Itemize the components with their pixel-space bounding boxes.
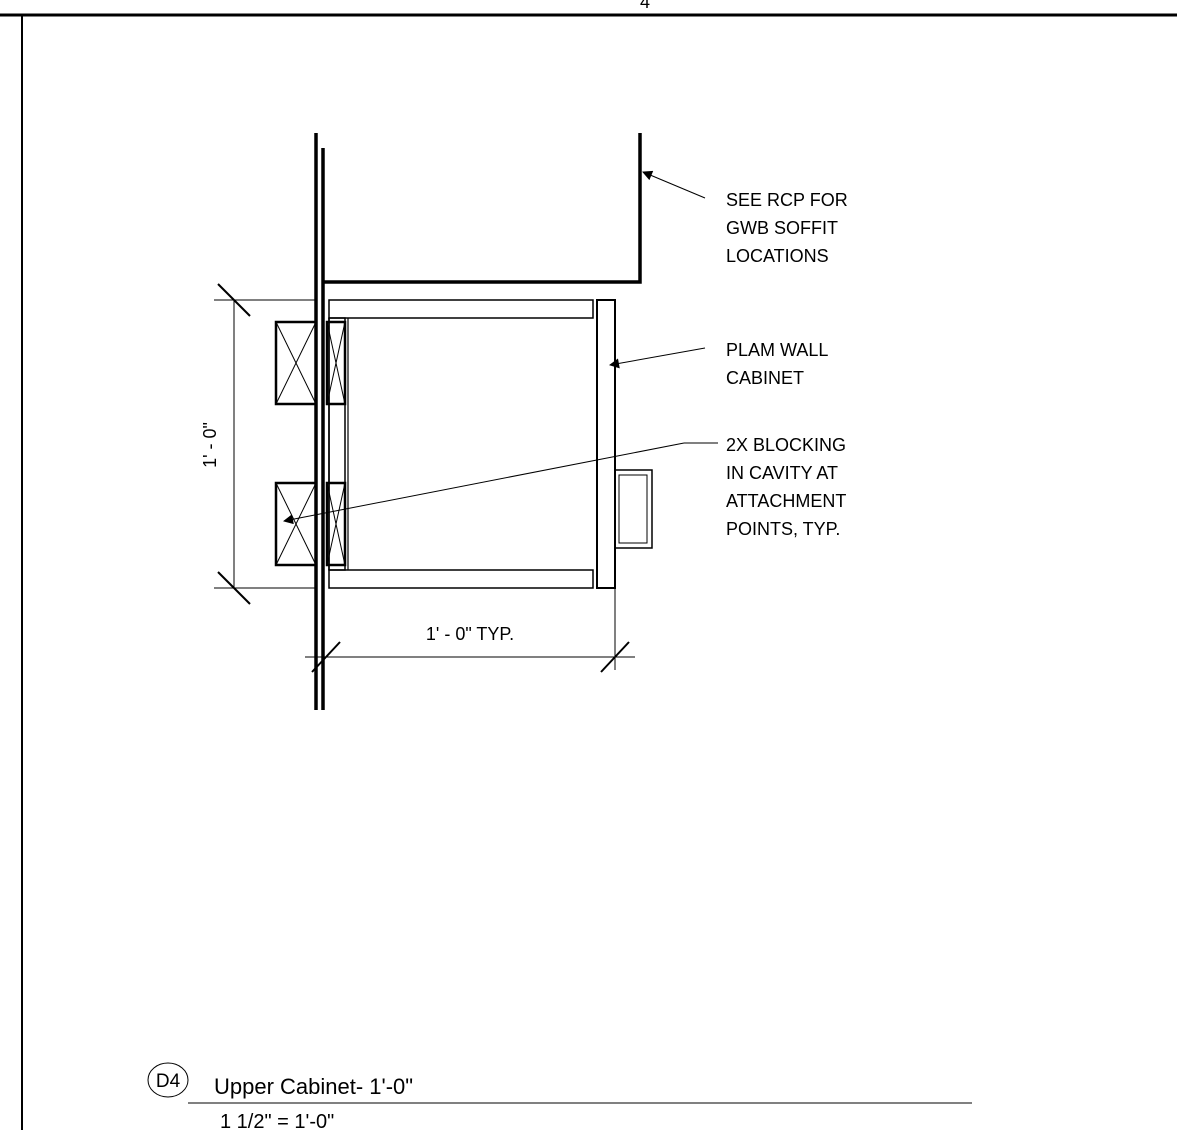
callout-line: CABINET: [726, 368, 804, 388]
cabinet-handle: [614, 469, 653, 549]
wall-studs: [314, 133, 325, 710]
detail-scale: 1 1/2" = 1'-0": [220, 1111, 334, 1130]
callout-line: SEE RCP FOR: [726, 190, 848, 210]
leader-soffit: [642, 170, 706, 199]
callout-cabinet: PLAM WALL CABINET: [726, 340, 828, 388]
vertical-dimension: [214, 283, 316, 605]
callout-blocking: 2X BLOCKING IN CAVITY AT ATTACHMENT POIN…: [726, 435, 846, 539]
detail-tag: D4: [156, 1071, 181, 1092]
wall-cabinet: [328, 299, 616, 589]
blocking-lower-right: [325, 481, 347, 567]
blocking-upper-right: [325, 320, 347, 406]
blocking-upper-left: [274, 320, 318, 406]
leader-cabinet: [609, 347, 706, 369]
blocking-lower-left: [274, 481, 318, 567]
callout-line: ATTACHMENT: [726, 491, 846, 511]
callout-soffit: SEE RCP FOR GWB SOFFIT LOCATIONS: [726, 190, 848, 266]
sheet-top-mark: 4: [640, 0, 650, 12]
horizontal-dimension-label: 1' - 0" TYP.: [426, 624, 514, 644]
gwb-soffit: [323, 133, 642, 284]
vertical-dimension-label: 1' - 0": [200, 422, 220, 468]
horizontal-dimension: [305, 588, 635, 673]
callout-line: IN CAVITY AT: [726, 463, 838, 483]
callout-line: LOCATIONS: [726, 246, 829, 266]
sheet-border: [0, 13, 1177, 1130]
detail-title: Upper Cabinet- 1'-0": [214, 1074, 413, 1099]
callout-line: PLAM WALL: [726, 340, 828, 360]
callout-line: POINTS, TYP.: [726, 519, 840, 539]
callout-line: 2X BLOCKING: [726, 435, 846, 455]
leader-blocking: [283, 442, 718, 525]
title-block: D4 Upper Cabinet- 1'-0" 1 1/2" = 1'-0": [147, 1062, 972, 1130]
callout-line: GWB SOFFIT: [726, 218, 838, 238]
